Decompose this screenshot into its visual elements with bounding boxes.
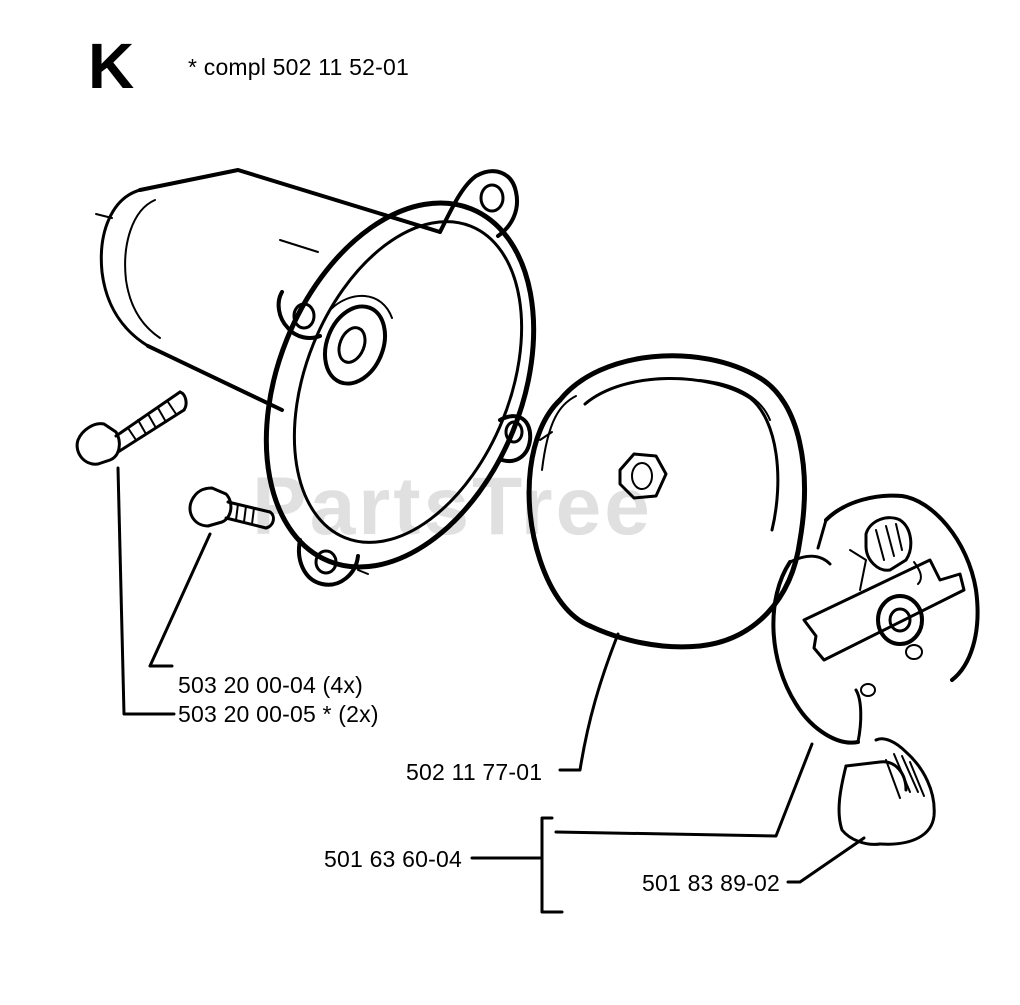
long-screw-drawing <box>75 390 188 466</box>
leader-long-screw <box>116 466 176 716</box>
leader-clutch-drum <box>558 632 620 772</box>
part-label-screw-4x: 503 20 00-04 (4x) <box>178 672 363 698</box>
part-label-clutch-drum: 502 11 77-01 <box>406 759 543 785</box>
clutch-housing-drawing <box>95 168 537 587</box>
clutch-assembly-drawing <box>771 493 980 745</box>
leader-short-screw <box>148 532 212 668</box>
part-label-clutch-spring: 501 83 89-02 <box>642 870 780 896</box>
bracket-clutch-assembly <box>540 816 564 914</box>
leader-lines <box>116 466 866 914</box>
leader-clutch-assembly <box>554 742 814 838</box>
section-letter: K <box>88 30 135 102</box>
watermark-text: PartsTree <box>252 461 653 552</box>
assembly-note: * compl 502 11 52-01 <box>188 54 409 80</box>
clutch-spring-drawing <box>837 737 936 846</box>
short-screw-drawing <box>188 486 275 530</box>
part-label-clutch-assembly: 501 63 60-04 <box>324 846 462 872</box>
clutch-drum-drawing <box>526 353 807 650</box>
part-label-screw-2x: 503 20 00-05 * (2x) <box>178 701 379 727</box>
leader-clutch-spring <box>786 836 866 884</box>
